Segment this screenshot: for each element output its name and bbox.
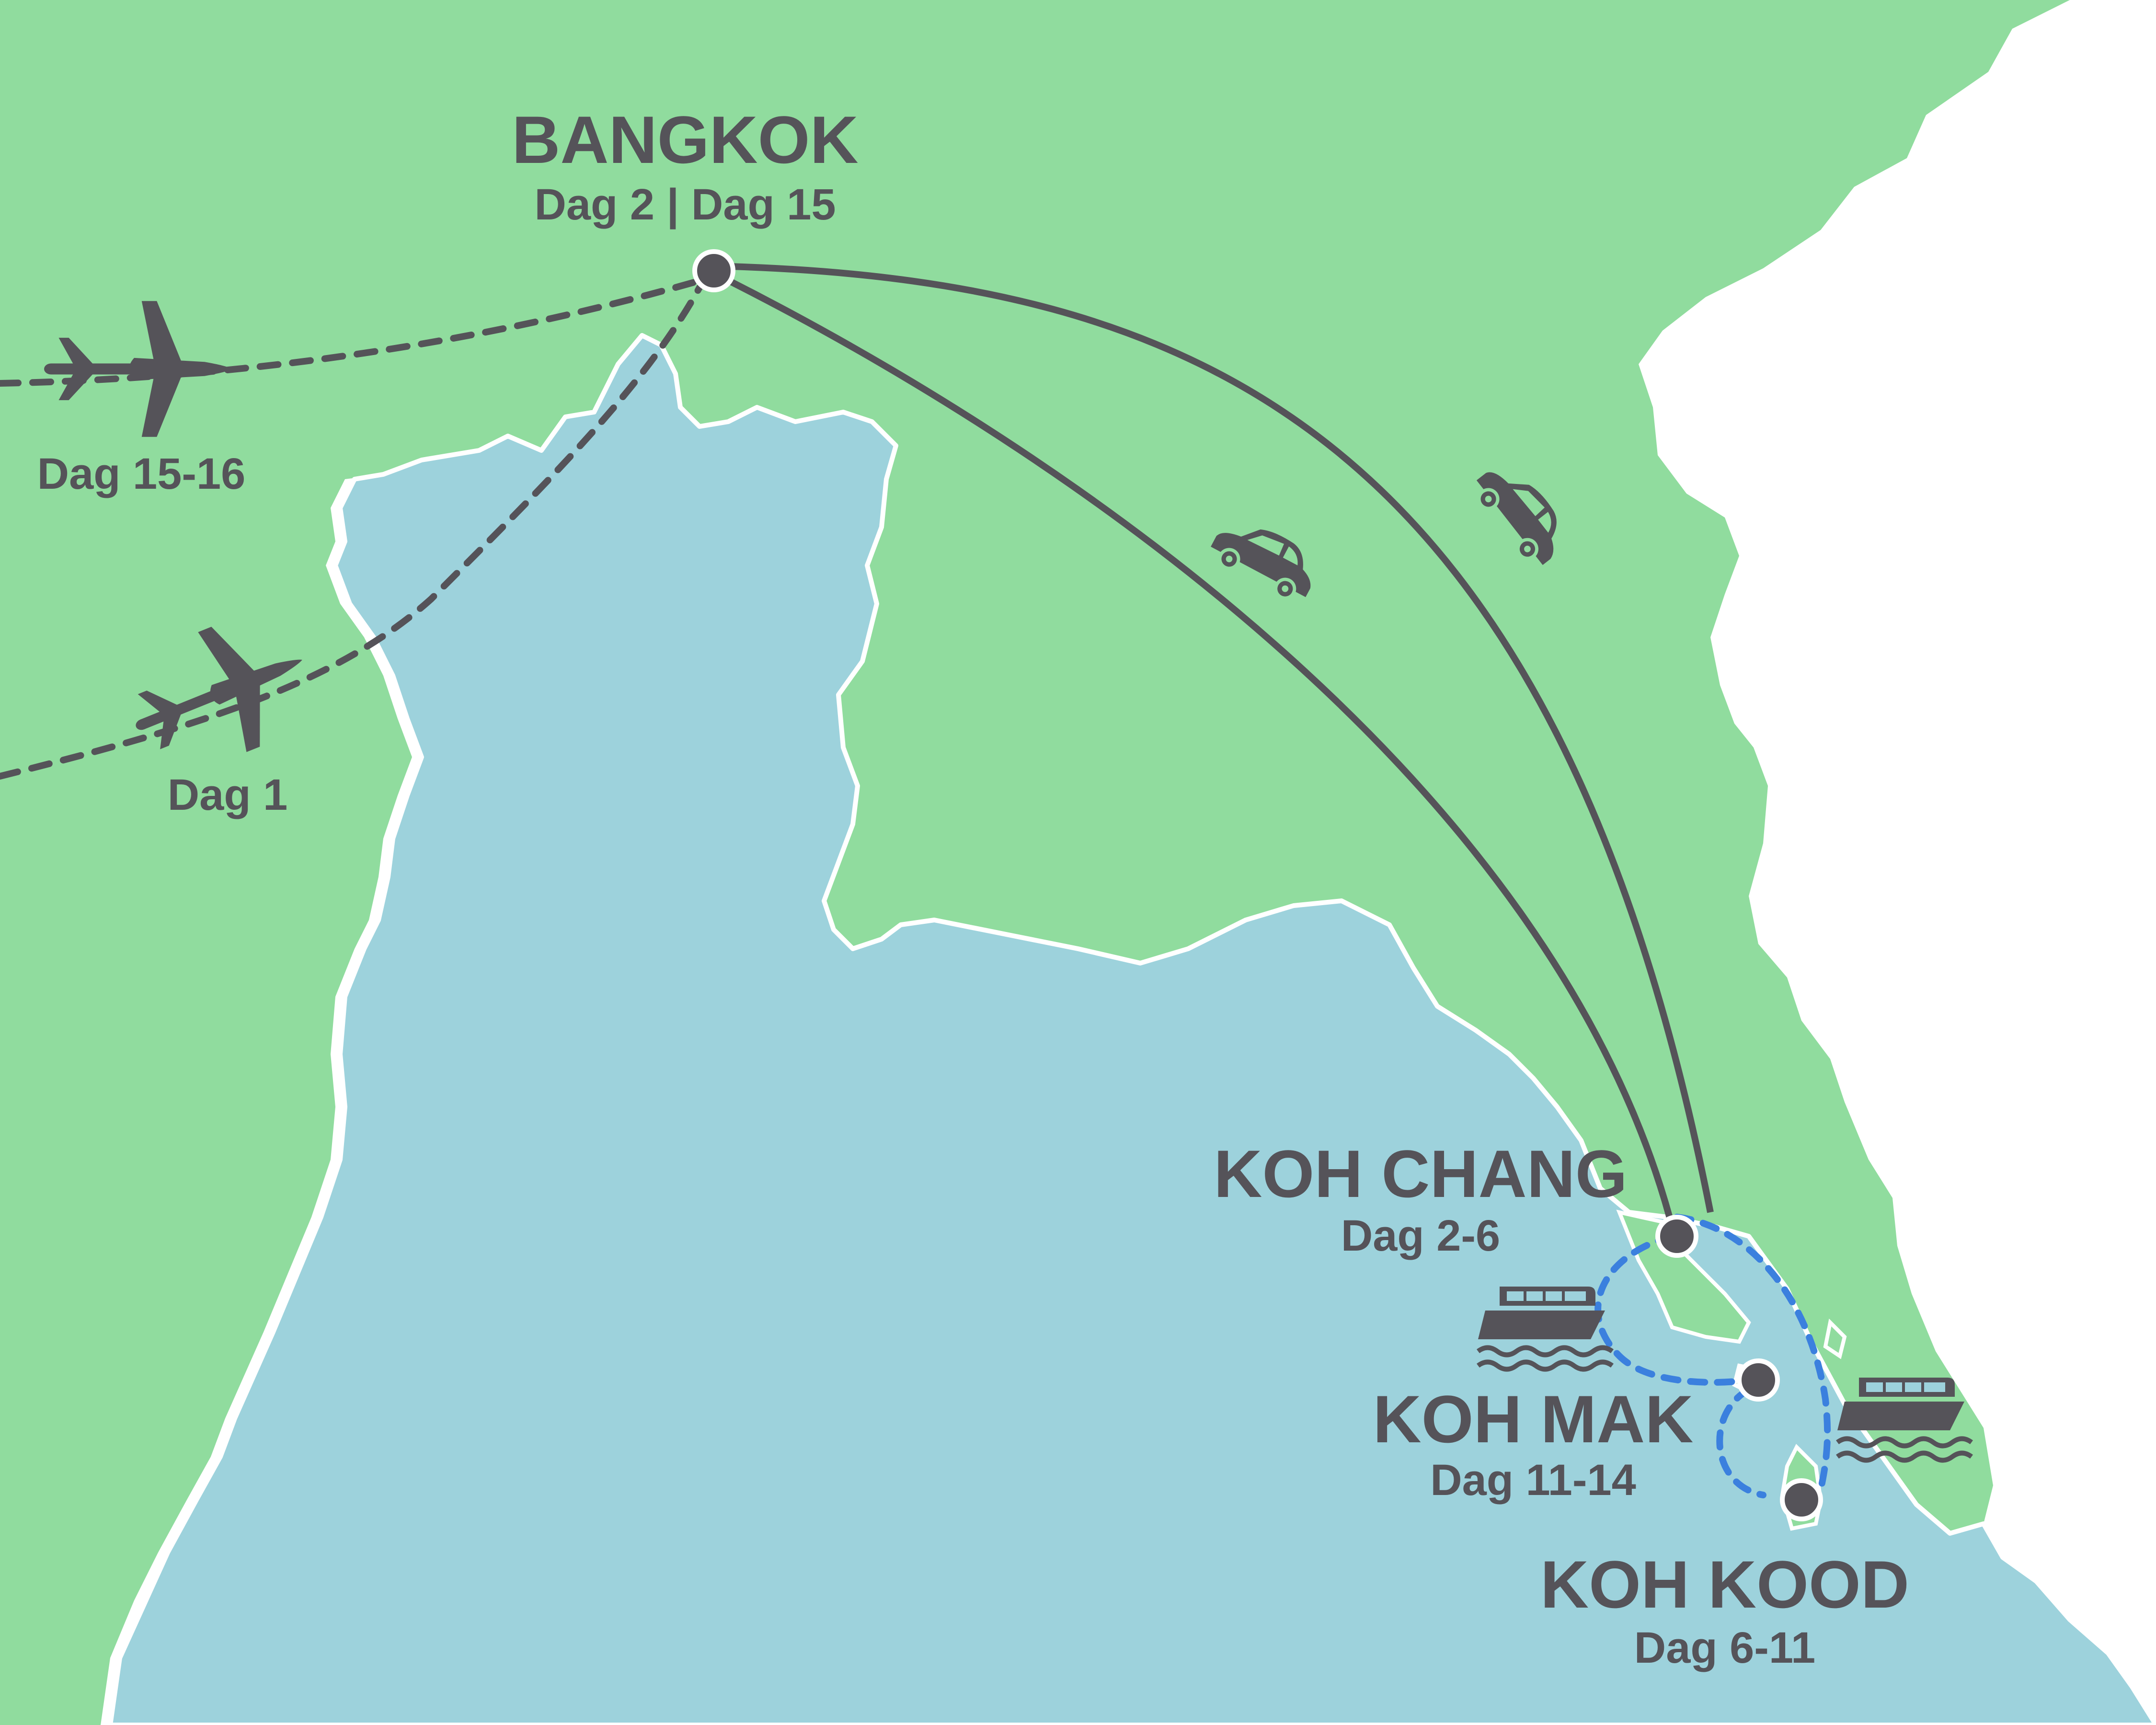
label-koh-chang: KOH CHANG [1214, 1136, 1627, 1211]
label-koh-mak: KOH MAK [1373, 1381, 1694, 1457]
label-koh-kood-days: Dag 6-11 [1634, 1623, 1815, 1672]
boat-route-chang-kood [1674, 1214, 1831, 1494]
label-flight-outbound-days: Dag 1 [168, 770, 288, 819]
car-route-inner [712, 270, 1675, 1228]
label-flight-return-days: Dag 15-16 [37, 449, 246, 498]
label-koh-kood: KOH KOOD [1540, 1547, 1909, 1622]
label-bangkok-days: Dag 2 | Dag 15 [534, 180, 836, 230]
marker-koh-mak [1737, 1358, 1780, 1402]
marker-bangkok [692, 249, 735, 292]
car-route-outer [713, 263, 1714, 1213]
label-koh-mak-days: Dag 11-14 [1430, 1456, 1636, 1505]
label-bangkok: BANGKOK [512, 102, 858, 177]
marker-koh-kood [1780, 1478, 1823, 1521]
boat-route-mak-kood [1716, 1386, 1766, 1498]
flight-route-return [0, 275, 712, 387]
island-small [1823, 1318, 1847, 1359]
marker-koh-chang [1655, 1215, 1698, 1258]
boat-route-chang-mak [1594, 1233, 1752, 1386]
land-mainland [0, 0, 2070, 1725]
sea-gulf-of-thailand [108, 333, 2156, 1725]
label-koh-chang-days: Dag 2-6 [1341, 1211, 1500, 1260]
